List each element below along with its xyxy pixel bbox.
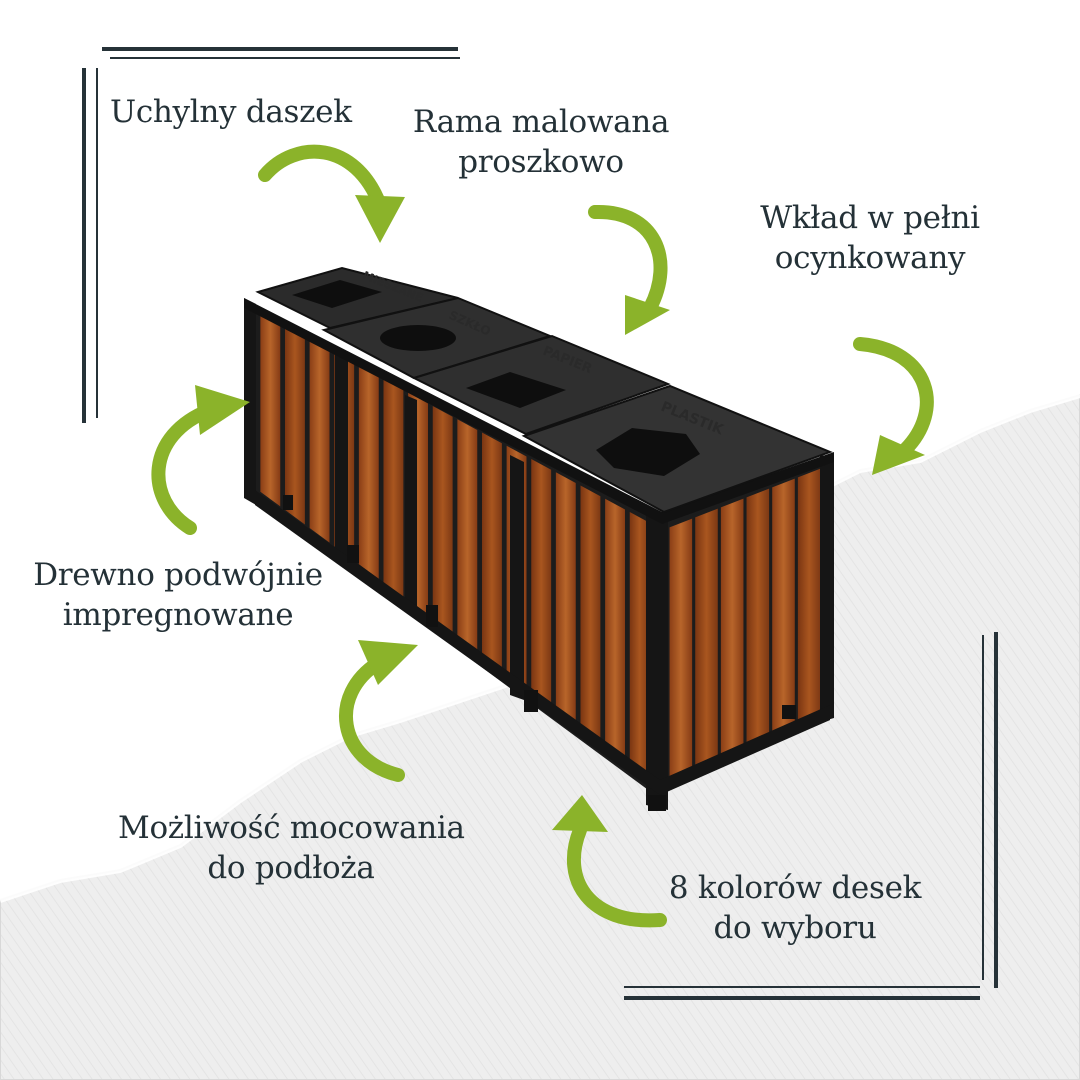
corner-frame-top-horizontal-inner <box>110 57 460 59</box>
feature-mounting-line2: do podłoża <box>207 850 375 886</box>
wood-slat-front <box>481 432 502 670</box>
wood-slat-front <box>358 366 379 579</box>
wood-slat-side <box>695 508 718 768</box>
corner-frame-top-horizontal-outer <box>102 47 458 51</box>
feature-roof-line1: Uchylny daszek <box>110 94 352 130</box>
wood-slat-front <box>284 326 305 525</box>
wood-slat-front <box>432 406 453 634</box>
feature-wood-line2: impregnowane <box>62 597 294 633</box>
feature-insert-line2: ocynkowany <box>774 240 966 276</box>
arrow-icon-colors <box>552 795 667 928</box>
feature-mounting-line1: Możliwość mocowania <box>118 810 465 846</box>
wood-slat-front <box>457 419 478 652</box>
corner-frame-bottom-horizontal-inner <box>624 986 980 988</box>
arrow-icon-insert <box>853 337 934 475</box>
corner-frame-left-vertical-inner <box>96 68 98 418</box>
feature-label-wood: Drewno podwójnie impregnowane <box>28 555 328 635</box>
feature-label-frame: Rama malowana proszkowo <box>410 102 672 182</box>
corner-frame-right-vertical-outer <box>994 632 998 988</box>
feature-insert-line1: Wkład w pełni <box>760 200 980 236</box>
feature-colors-line1: 8 kolorów desek <box>668 870 922 906</box>
feature-frame-line2: proszkowo <box>458 144 624 180</box>
side-panel <box>660 460 830 790</box>
feature-frame-line1: Rama malowana <box>412 104 670 140</box>
wood-slat-front <box>580 485 601 743</box>
feature-colors-line2: do wyboru <box>713 910 877 946</box>
arrow-icon-frame <box>588 204 670 335</box>
wood-slat-front <box>629 512 650 779</box>
feature-label-roof: Uchylny daszek <box>110 92 352 132</box>
wood-slat-front <box>531 459 552 706</box>
wood-slat-side <box>772 478 795 734</box>
lid-plastic: PLASTIK <box>521 384 833 514</box>
feature-label-mounting: Możliwość mocowania do podłoża <box>118 808 465 888</box>
wood-slat-side <box>746 488 770 746</box>
wood-slat-side <box>669 518 693 780</box>
corner-frame-bottom-horizontal-outer <box>624 996 980 1000</box>
corner-frame-right-vertical-inner <box>982 635 984 980</box>
feature-label-insert: Wkład w pełni ocynkowany <box>745 198 995 278</box>
arrow-icon-wood <box>151 385 250 535</box>
feature-label-colors: 8 kolorów desek do wyboru <box>650 868 940 948</box>
wood-slat-front <box>555 472 576 724</box>
lid-paper: PAPIER <box>411 334 671 436</box>
feature-wood-line1: Drewno podwójnie <box>33 557 323 593</box>
wood-slat-side <box>797 468 821 723</box>
arrow-icon-roof <box>258 144 405 243</box>
wood-slat-side <box>720 498 744 757</box>
corner-frame-left-vertical-outer <box>82 68 86 423</box>
wood-slat-front <box>260 313 281 507</box>
arrow-icon-mounting <box>339 640 418 782</box>
wood-slat-front <box>309 339 330 543</box>
wood-slat-front <box>605 498 626 761</box>
wood-slat-front <box>383 379 404 598</box>
